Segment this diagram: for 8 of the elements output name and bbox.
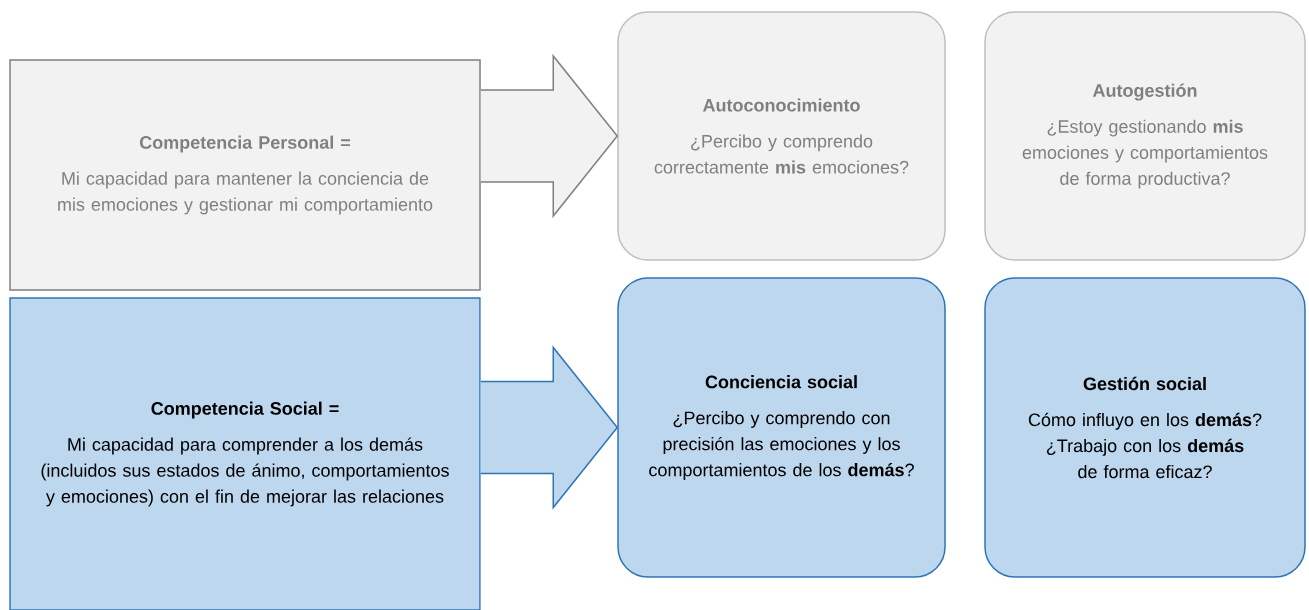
text-box: Autoconocimiento ¿Percibo y comprendo correctamente mis emociones? (617, 11, 946, 261)
text-box: Gestión social Cómo influyo en los demás? ¿Trabajo con los demás de forma eficaz? (984, 277, 1306, 578)
block-arrow (480, 345, 619, 510)
text-box: Conciencia social ¿Percibo y comprendo con precisión las emociones y los comportamientos de los demás? (617, 277, 946, 578)
text-box: Autogestión ¿Estoy gestionando mis emociones y comportamientos de forma productiva? (984, 11, 1306, 261)
text-box: Competencia Social = Mi capacidad para comprender a los demás (incluidos sus estados de ánimo, comportamientos y emociones) con el fin de mejorar las relaciones (9, 297, 481, 610)
text-box: Competencia Personal = Mi capacidad para mantener la conciencia de mis emociones y gestionar mi comportamiento (9, 59, 481, 291)
block-arrow (480, 53, 619, 219)
